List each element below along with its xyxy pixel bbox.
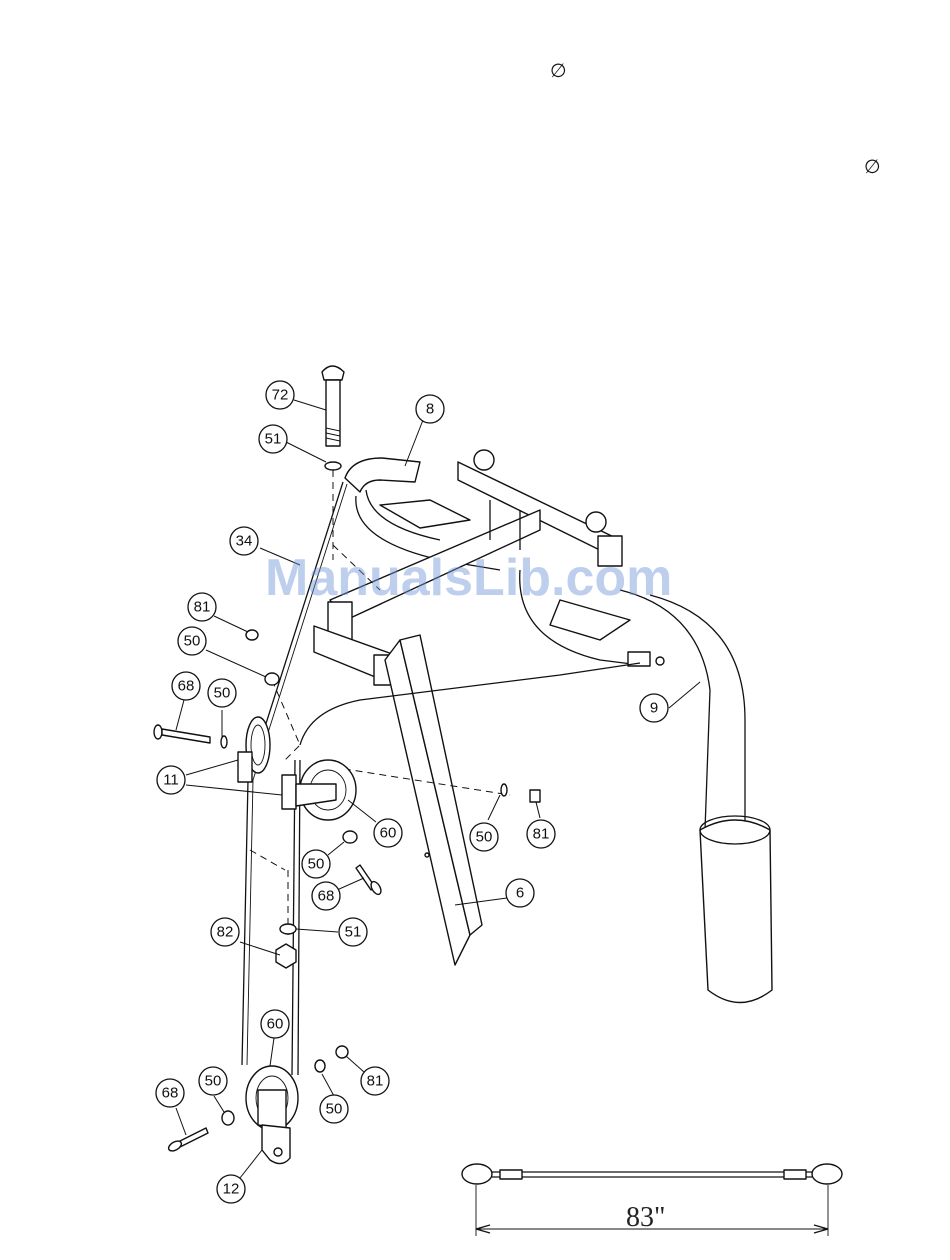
bolt-68-a bbox=[154, 725, 210, 743]
callout-68-lower: 68 bbox=[156, 1079, 184, 1107]
pulley-bracket-upper bbox=[238, 717, 270, 782]
callout-34: 34 bbox=[230, 527, 258, 555]
callout-82: 82 bbox=[211, 918, 239, 946]
svg-text:8: 8 bbox=[426, 401, 434, 418]
bracket-12 bbox=[258, 1090, 290, 1164]
bolt-72 bbox=[322, 366, 344, 446]
bolt-68-c bbox=[167, 1128, 208, 1153]
pulley-60-upper bbox=[282, 760, 356, 820]
cable-length-label: 83" bbox=[626, 1202, 665, 1234]
svg-text:60: 60 bbox=[380, 825, 397, 842]
washer-50-d bbox=[343, 831, 357, 843]
svg-text:9: 9 bbox=[650, 700, 658, 717]
svg-text:11: 11 bbox=[163, 772, 179, 789]
manualslib-watermark: ManualsLib.com bbox=[265, 548, 672, 608]
callout-81-upper: 81 bbox=[188, 593, 216, 621]
svg-text:12: 12 bbox=[223, 1181, 240, 1198]
svg-text:50: 50 bbox=[205, 1073, 222, 1090]
callout-8: 8 bbox=[416, 395, 444, 423]
washer-50-f bbox=[315, 1060, 325, 1072]
washer-50-a bbox=[265, 673, 279, 685]
svg-text:68: 68 bbox=[162, 1085, 179, 1102]
nut-82 bbox=[276, 944, 296, 968]
callout-81-right: 81 bbox=[527, 820, 555, 848]
callout-11: 11 bbox=[157, 766, 185, 794]
svg-text:51: 51 bbox=[265, 431, 282, 448]
svg-text:81: 81 bbox=[367, 1073, 384, 1090]
callout-50-side: 50 bbox=[208, 679, 236, 707]
svg-text:6: 6 bbox=[516, 885, 524, 902]
callout-51-upper: 51 bbox=[259, 425, 287, 453]
callout-50-upper: 50 bbox=[178, 627, 206, 655]
callout-60-upper: 60 bbox=[374, 819, 402, 847]
svg-text:50: 50 bbox=[184, 633, 201, 650]
washer-50-c bbox=[501, 784, 507, 796]
callout-50-right: 50 bbox=[470, 823, 498, 851]
callout-12: 12 bbox=[217, 1175, 245, 1203]
callout-60-lower: 60 bbox=[261, 1010, 289, 1038]
callout-72: 72 bbox=[266, 381, 294, 409]
frame-9 bbox=[520, 570, 745, 830]
svg-text:50: 50 bbox=[476, 829, 493, 846]
svg-text:50: 50 bbox=[214, 685, 231, 702]
svg-text:81: 81 bbox=[194, 599, 211, 616]
nut-81-b bbox=[530, 790, 540, 802]
bolt-68-b bbox=[356, 865, 383, 896]
svg-text:72: 72 bbox=[272, 387, 289, 404]
washer-51-lower bbox=[280, 924, 296, 934]
svg-text:81: 81 bbox=[533, 826, 550, 843]
svg-text:68: 68 bbox=[318, 888, 335, 905]
svg-text:34: 34 bbox=[236, 533, 253, 550]
svg-text:68: 68 bbox=[178, 678, 195, 695]
svg-text:50: 50 bbox=[326, 1101, 343, 1118]
callout-68-upper: 68 bbox=[172, 672, 200, 700]
callout-81-lower: 81 bbox=[361, 1067, 389, 1095]
callout-50-lower-right: 50 bbox=[320, 1095, 348, 1123]
post-6 bbox=[385, 635, 482, 965]
callout-51-lower: 51 bbox=[339, 918, 367, 946]
callout-6: 6 bbox=[506, 879, 534, 907]
callout-50-middle: 50 bbox=[302, 850, 330, 878]
washer-51-top bbox=[325, 462, 341, 470]
svg-text:51: 51 bbox=[345, 924, 362, 941]
svg-text:82: 82 bbox=[217, 924, 234, 941]
svg-text:60: 60 bbox=[267, 1016, 284, 1033]
callout-50-lower-left: 50 bbox=[199, 1067, 227, 1095]
grip-handle bbox=[700, 816, 772, 1003]
washer-50-e bbox=[222, 1111, 234, 1125]
callout-9: 9 bbox=[640, 694, 668, 722]
callout-68-middle: 68 bbox=[312, 882, 340, 910]
svg-text:50: 50 bbox=[308, 856, 325, 873]
